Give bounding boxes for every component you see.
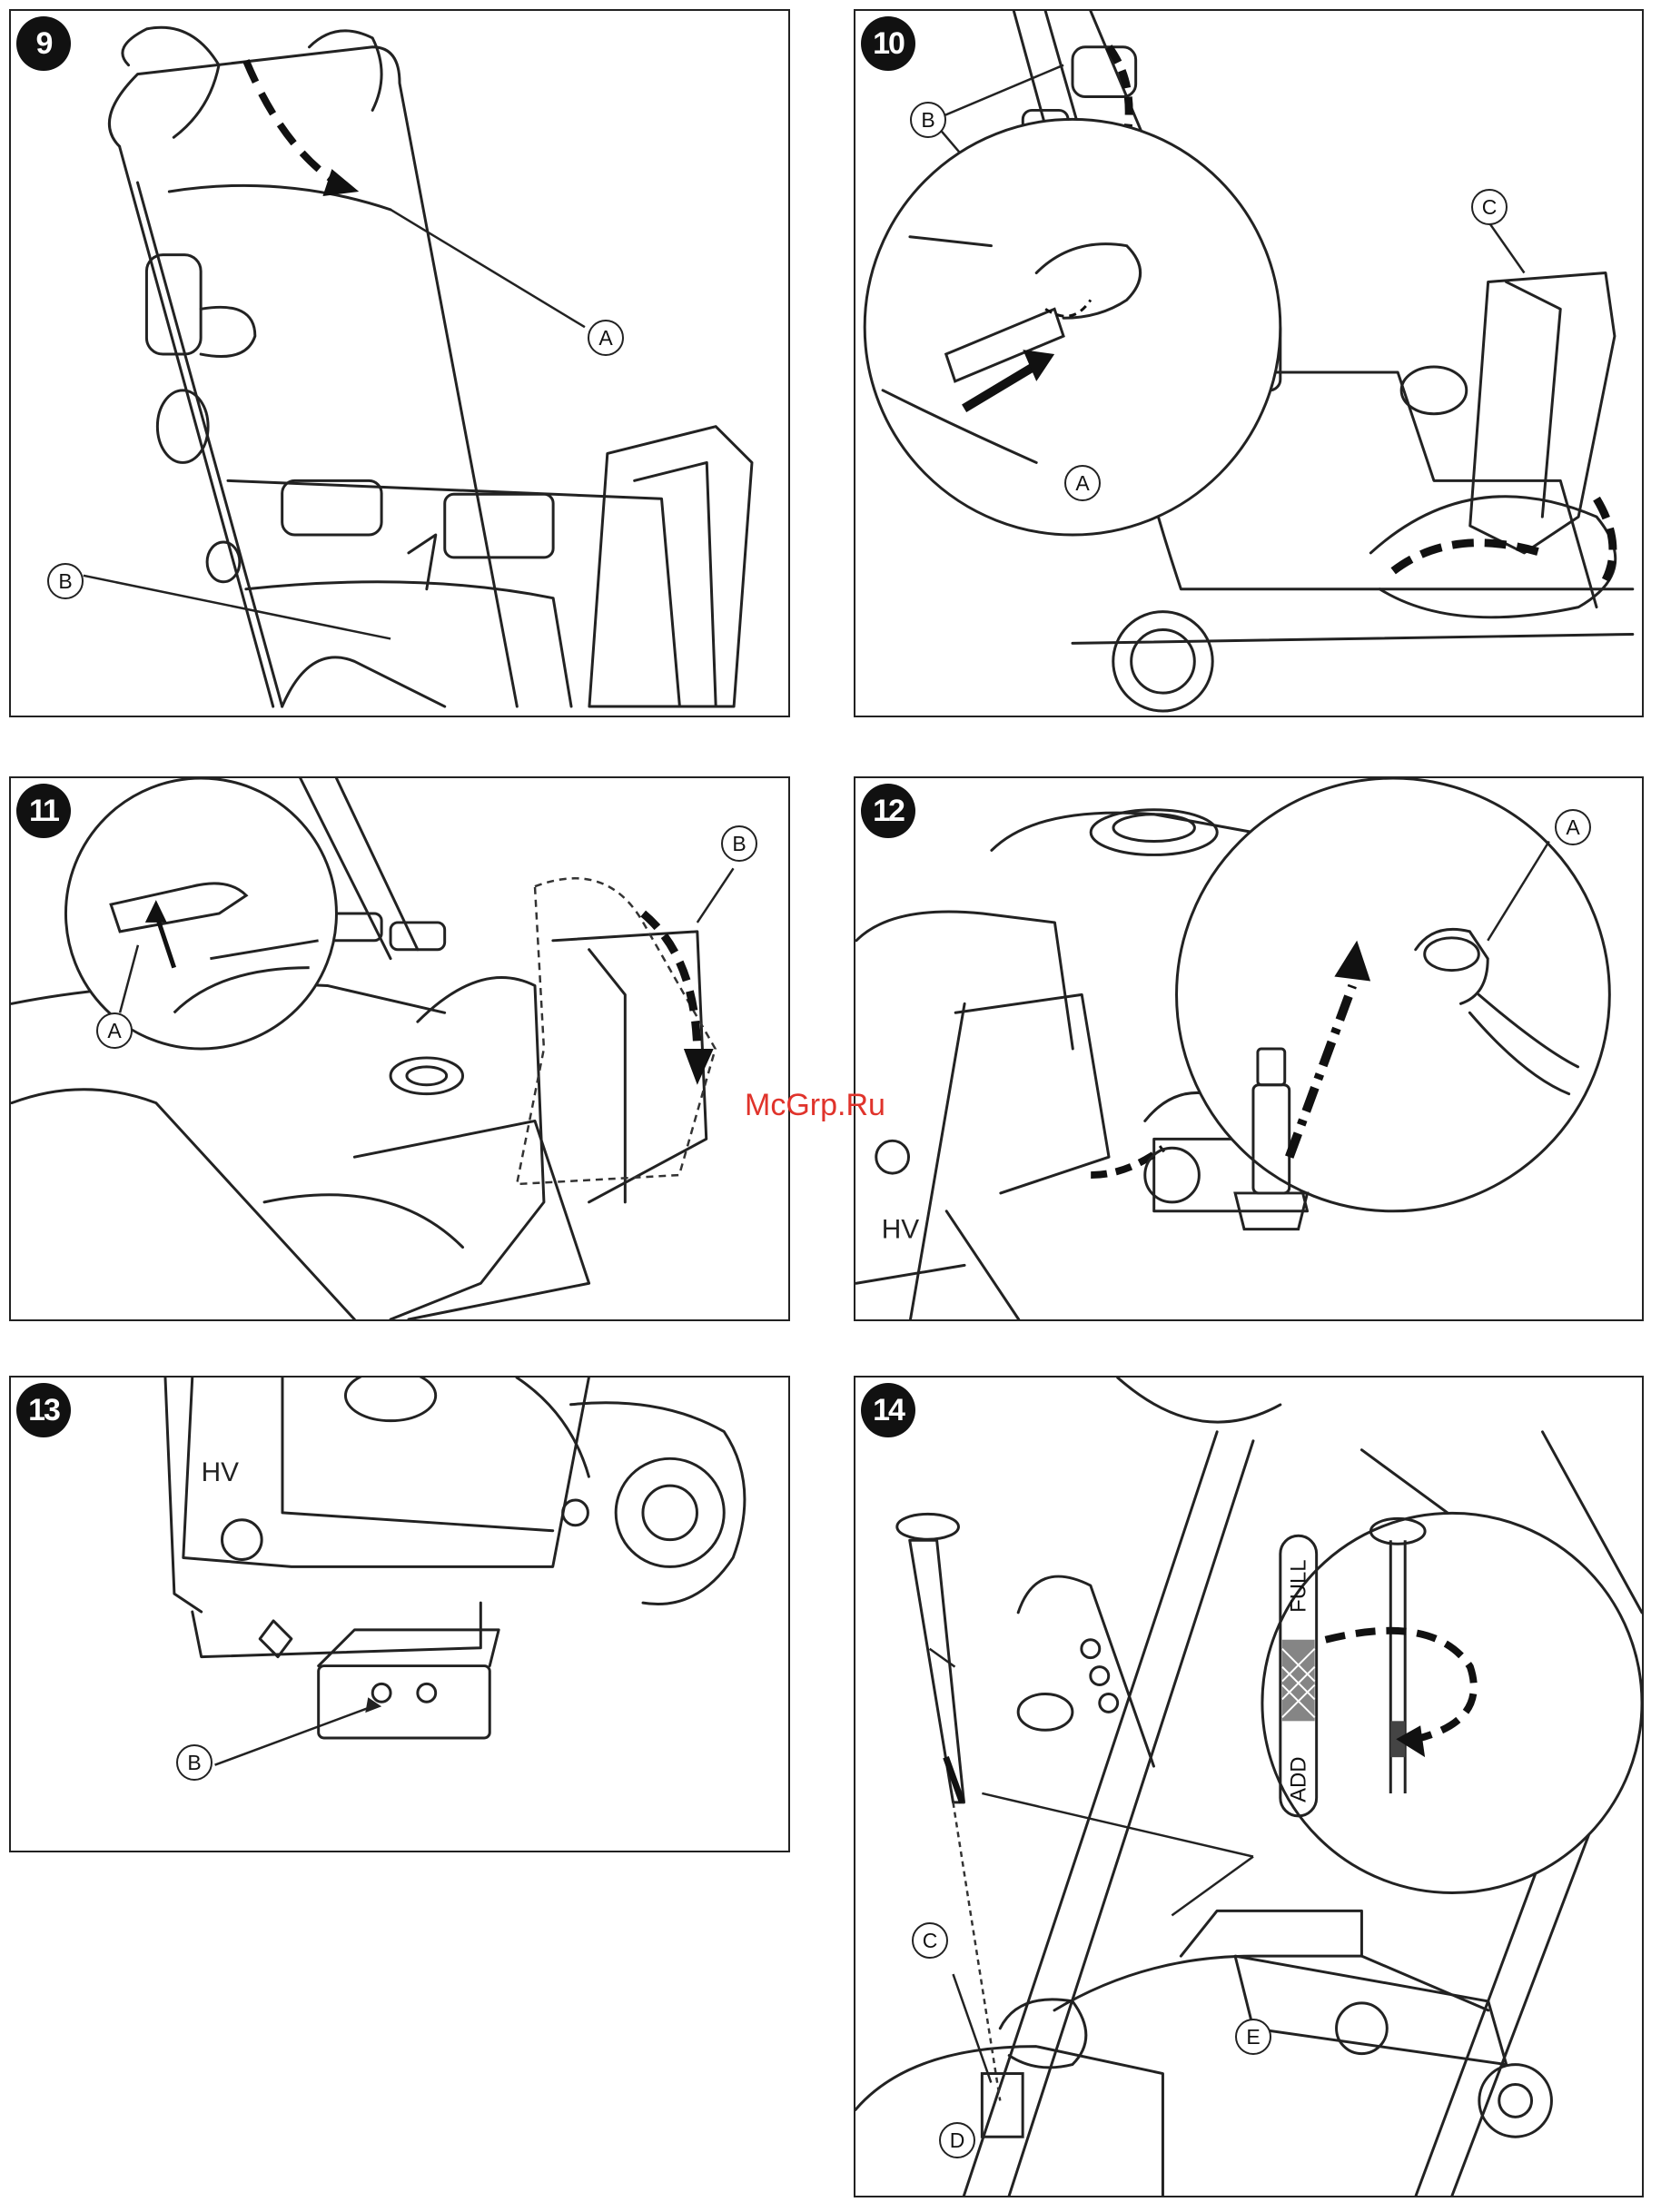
step-number-badge: 13 xyxy=(16,1383,71,1437)
callout-c: C xyxy=(1471,189,1508,225)
step-number-badge: 9 xyxy=(16,16,71,71)
dipstick-add-label: ADD xyxy=(1287,1756,1311,1802)
figure-panel-13: HV 13 B xyxy=(9,1376,790,1852)
oil-dipstick-illustration: FULL ADD xyxy=(855,1378,1642,2196)
step-number-badge: 14 xyxy=(861,1383,915,1437)
callout-a: A xyxy=(588,320,624,356)
figure-panel-12: HV 12 A xyxy=(854,776,1644,1321)
chute-deflector-illustration xyxy=(11,778,788,1319)
callout-d: D xyxy=(939,2122,975,2158)
callout-b: B xyxy=(721,825,757,862)
step-number-badge: 10 xyxy=(861,16,915,71)
callout-c: C xyxy=(912,1922,948,1959)
engine-model-mark: HV xyxy=(202,1457,239,1487)
chute-rotation-illustration xyxy=(855,11,1642,716)
figure-panel-14: FULL ADD 14 C E D xyxy=(854,1376,1644,2197)
callout-a: A xyxy=(1064,465,1101,501)
callout-a: A xyxy=(1555,809,1591,845)
step-number-badge: 12 xyxy=(861,784,915,838)
callout-e: E xyxy=(1235,2019,1271,2055)
dipstick-full-label: FULL xyxy=(1287,1559,1311,1612)
spark-plug-illustration: HV xyxy=(855,778,1642,1319)
figure-panel-10: 10 B C A xyxy=(854,9,1644,717)
figure-panel-9: 9 A B xyxy=(9,9,790,717)
engine-drain-illustration: HV xyxy=(11,1378,788,1851)
engine-model-mark: HV xyxy=(882,1215,920,1245)
callout-b: B xyxy=(176,1744,213,1781)
watermark-text: McGrp.Ru xyxy=(745,1088,885,1123)
figure-panel-11: 11 B A xyxy=(9,776,790,1321)
callout-b: B xyxy=(47,563,84,599)
callout-a: A xyxy=(96,1012,133,1049)
callout-b: B xyxy=(910,102,946,138)
step-number-badge: 11 xyxy=(16,784,71,838)
snowblower-handle-illustration xyxy=(11,11,788,716)
